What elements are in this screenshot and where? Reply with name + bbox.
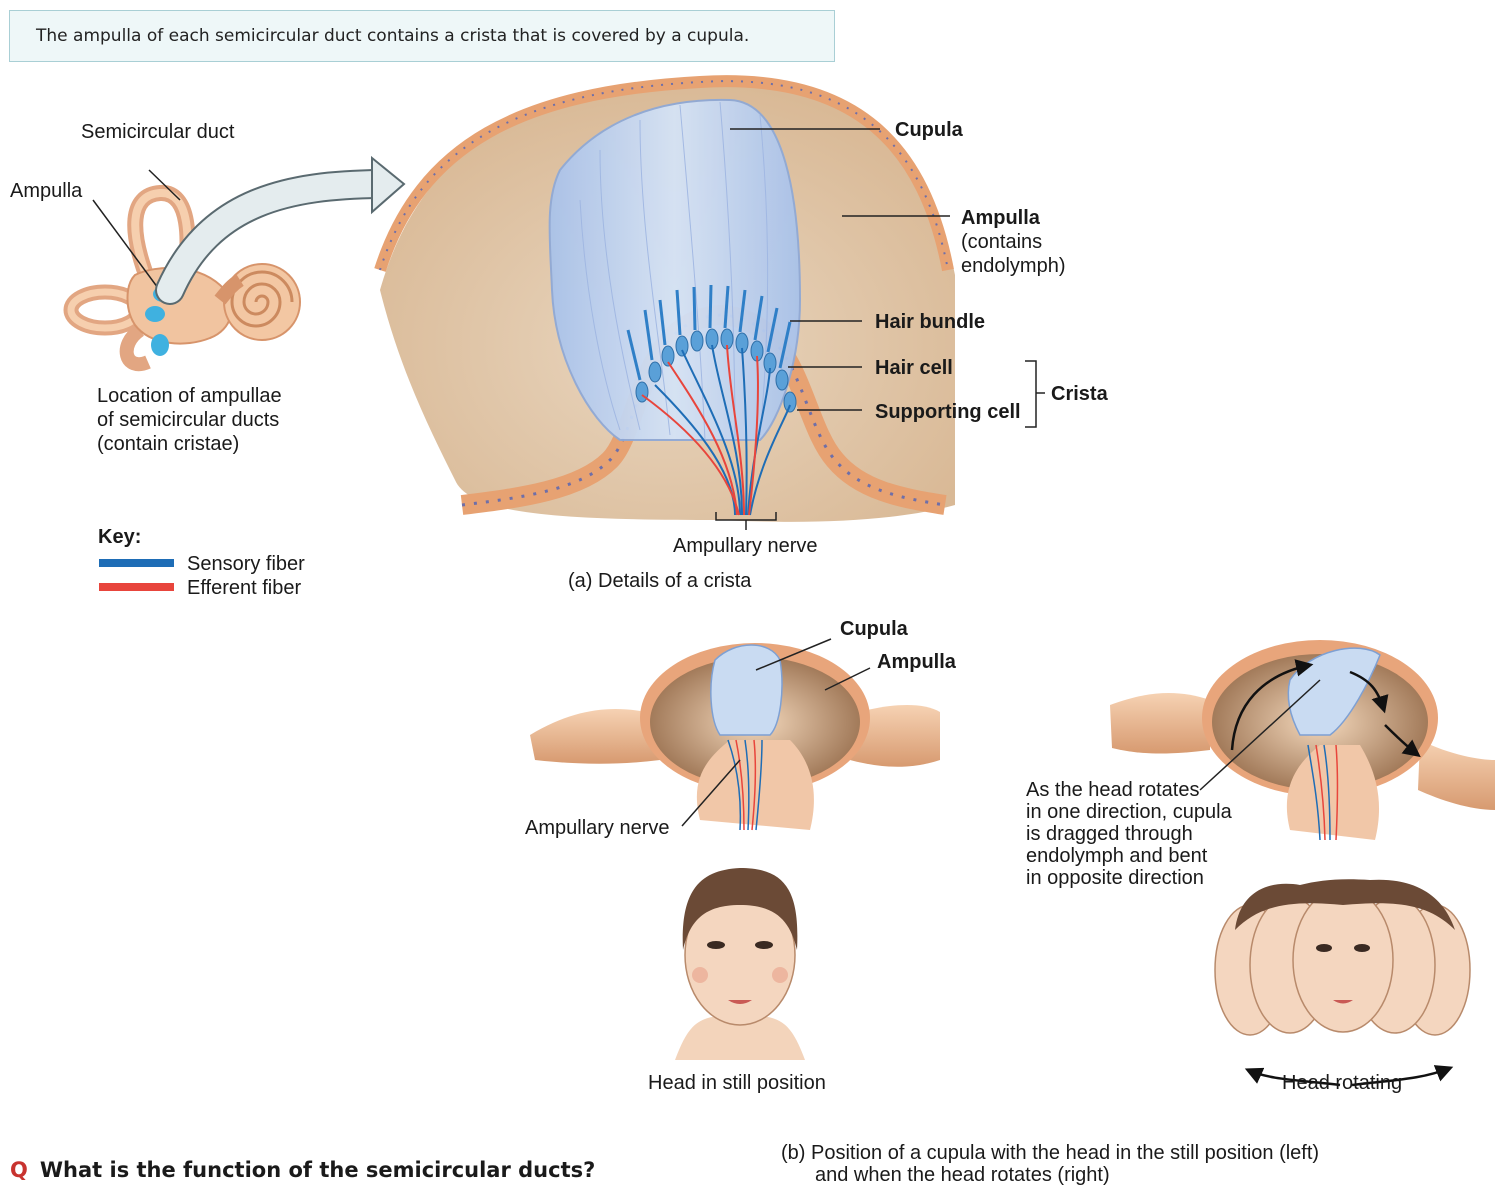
efferent-fiber-label: Efferent fiber: [187, 576, 301, 600]
panel-a-caption: (a) Details of a crista: [568, 569, 751, 593]
question-prompt: Q What is the function of the semicircula…: [10, 1156, 595, 1184]
ampulla-still-label: Ampulla: [877, 650, 956, 674]
inner-ear-inset: [71, 158, 404, 364]
rotation-note-line: in one direction, cupula: [1026, 801, 1232, 823]
ampulla-note-line: (contains: [961, 230, 1066, 254]
inset-caption-line: of semicircular ducts: [97, 408, 282, 432]
cupula-label: Cupula: [895, 118, 963, 142]
inset-caption-line: (contain cristae): [97, 432, 282, 456]
question-text: What is the function of the semicircular…: [40, 1158, 595, 1182]
cupula-still-label: Cupula: [840, 617, 908, 641]
efferent-fiber-swatch: [99, 583, 174, 591]
supporting-cell-label: Supporting cell: [875, 400, 1021, 424]
head-still-caption: Head in still position: [648, 1071, 826, 1095]
panel-b-caption-line: (b) Position of a cupula with the head i…: [781, 1142, 1319, 1164]
inset-caption-line: Location of ampullae: [97, 384, 282, 408]
hair-bundle-label: Hair bundle: [875, 310, 985, 334]
panel-b-caption-line: and when the head rotates (right): [781, 1164, 1319, 1186]
key-title: Key:: [98, 525, 141, 549]
question-marker: Q: [10, 1158, 28, 1182]
head-rotating-caption: Head rotating: [1282, 1071, 1402, 1095]
rotation-note-line: in opposite direction: [1026, 867, 1232, 889]
rotation-note-line: endolymph and bent: [1026, 845, 1232, 867]
ampulla-label: Ampulla: [961, 206, 1066, 230]
panel-b-caption: (b) Position of a cupula with the head i…: [781, 1142, 1319, 1186]
sensory-fiber-label: Sensory fiber: [187, 552, 305, 576]
sensory-fiber-swatch: [99, 559, 174, 567]
crista-label: Crista: [1051, 382, 1108, 406]
head-still-illustration: [675, 868, 805, 1060]
hair-cell-label: Hair cell: [875, 356, 953, 380]
semicircular-duct-label: Semicircular duct: [81, 120, 234, 144]
head-rotating-illustration: [1215, 879, 1470, 1085]
ampullary-nerve-still-label: Ampullary nerve: [525, 816, 670, 840]
rotation-note-line: As the head rotates: [1026, 779, 1232, 801]
rotation-note-line: is dragged through: [1026, 823, 1232, 845]
rotation-note: As the head rotates in one direction, cu…: [1026, 779, 1232, 889]
inset-caption: Location of ampullae of semicircular duc…: [97, 384, 282, 456]
crista-detail-illustration: [380, 79, 1045, 530]
ampulla-note-line: endolymph): [961, 254, 1066, 278]
ampullary-nerve-label: Ampullary nerve: [673, 534, 818, 558]
ampulla-label-group: Ampulla (contains endolymph): [961, 206, 1066, 278]
ampulla-inset-label: Ampulla: [10, 179, 82, 203]
